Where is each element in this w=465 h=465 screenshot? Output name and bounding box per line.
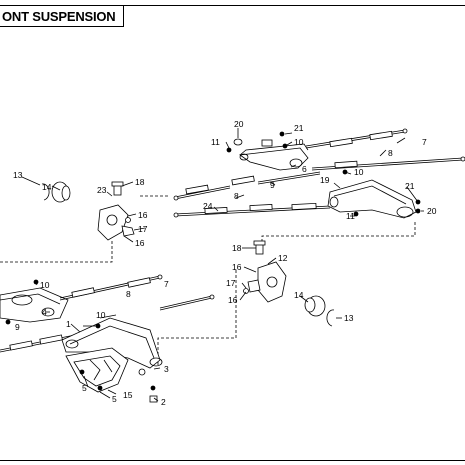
callout-16: 16 bbox=[232, 262, 242, 272]
leader-lines bbox=[21, 128, 424, 402]
callout-8: 8 bbox=[234, 191, 239, 201]
left-lower-a-arm bbox=[61, 317, 163, 376]
lower-right-a-arm bbox=[327, 169, 421, 219]
callout-19: 19 bbox=[320, 175, 330, 185]
callout-9: 9 bbox=[270, 180, 275, 190]
callout-15: 15 bbox=[123, 390, 133, 400]
callout-6: 6 bbox=[302, 164, 307, 174]
upper-right-shaft-7 bbox=[305, 128, 465, 171]
callout-14: 14 bbox=[294, 290, 304, 300]
callout-11: 11 bbox=[211, 137, 220, 147]
diagram-title: ONT SUSPENSION bbox=[2, 9, 116, 24]
upper-right-a-arm bbox=[226, 131, 309, 171]
callout-12: 12 bbox=[278, 253, 288, 263]
callout-14: 14 bbox=[42, 182, 52, 192]
callout-9: 9 bbox=[15, 322, 20, 332]
callout-1: 1 bbox=[66, 319, 71, 329]
callout-3: 3 bbox=[164, 364, 169, 374]
callout-8: 8 bbox=[388, 148, 393, 158]
callout-11: 11 bbox=[346, 211, 355, 221]
callout-labels: 11 20 21 10 6 7 8 10 19 9 8 24 21 20 11 … bbox=[13, 119, 437, 407]
callout-17: 17 bbox=[226, 278, 236, 288]
callout-16: 16 bbox=[138, 210, 148, 220]
callout-10: 10 bbox=[40, 280, 50, 290]
callout-13: 13 bbox=[344, 313, 354, 323]
frame-bottom-border bbox=[0, 460, 465, 461]
callout-18: 18 bbox=[232, 243, 242, 253]
left-upper-a-arm bbox=[0, 279, 69, 325]
callout-10: 10 bbox=[294, 137, 304, 147]
callout-5: 5 bbox=[82, 383, 87, 393]
callout-7: 7 bbox=[422, 137, 427, 147]
callout-20: 20 bbox=[427, 206, 437, 216]
callout-8: 8 bbox=[126, 289, 131, 299]
callout-5: 5 bbox=[112, 394, 117, 404]
callout-4: 4 bbox=[42, 307, 47, 317]
callout-21: 21 bbox=[294, 123, 304, 133]
callout-20: 20 bbox=[234, 119, 244, 129]
upper-right-shaft-9 bbox=[173, 171, 331, 218]
callout-18: 18 bbox=[135, 177, 145, 187]
callout-16: 16 bbox=[228, 295, 238, 305]
left-shaft-7-8 bbox=[59, 274, 215, 311]
callout-2: 2 bbox=[161, 397, 166, 407]
callout-10: 10 bbox=[96, 310, 106, 320]
skid-plate bbox=[65, 347, 158, 403]
left-bearing bbox=[41, 181, 71, 203]
callout-17: 17 bbox=[138, 224, 148, 234]
right-bearing bbox=[304, 295, 335, 327]
right-knuckle bbox=[243, 240, 287, 303]
callout-23: 23 bbox=[97, 185, 107, 195]
title-box: ONT SUSPENSION bbox=[0, 5, 124, 27]
callout-24: 24 bbox=[203, 201, 213, 211]
callout-7: 7 bbox=[164, 279, 169, 289]
callout-10: 10 bbox=[354, 167, 364, 177]
frame-top-border bbox=[0, 5, 465, 6]
left-knuckle bbox=[97, 181, 135, 241]
callout-16: 16 bbox=[135, 238, 145, 248]
callout-13: 13 bbox=[13, 170, 23, 180]
callout-21: 21 bbox=[405, 181, 415, 191]
